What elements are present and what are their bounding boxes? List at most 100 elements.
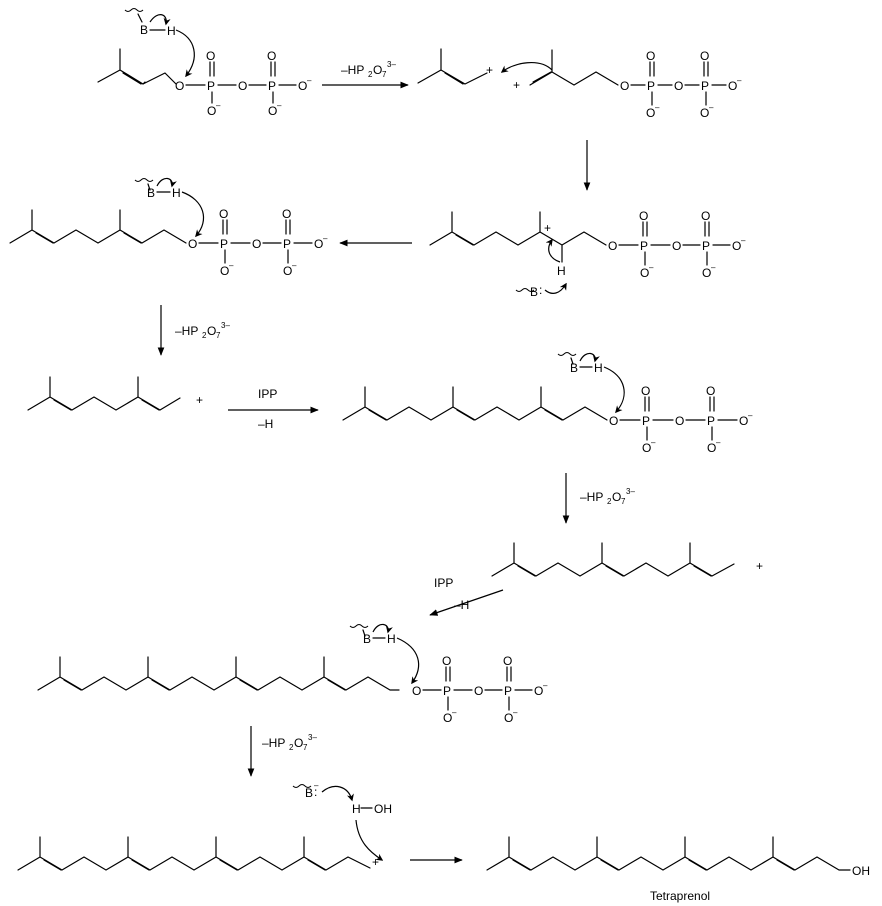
svg-text:O: O xyxy=(707,441,716,455)
svg-text:3–: 3– xyxy=(387,60,396,69)
svg-text:O: O xyxy=(504,711,513,725)
svg-text:B: B xyxy=(305,786,313,800)
svg-text:P: P xyxy=(702,239,710,253)
arrow-ipp-2: IPP –H xyxy=(429,576,504,616)
svg-text:P: P xyxy=(207,79,215,93)
svg-text:P: P xyxy=(701,79,709,93)
svg-text:OH: OH xyxy=(374,802,392,816)
base-1: B H xyxy=(124,8,195,78)
svg-text:7: 7 xyxy=(303,743,308,752)
ipp-molecule-1: O P O O – O P O O – O – xyxy=(500,49,742,120)
svg-text:P: P xyxy=(640,239,648,253)
fpp-molecule: O P O O – O P O O – O – xyxy=(342,384,753,455)
svg-text::: : xyxy=(539,283,542,297)
svg-text:–: – xyxy=(323,234,328,243)
svg-text:O: O xyxy=(220,264,229,278)
svg-text:+: + xyxy=(544,221,551,235)
svg-text:–H: –H xyxy=(454,598,469,612)
svg-text:–: – xyxy=(307,76,312,85)
svg-text:O: O xyxy=(206,49,215,63)
svg-text:3–: 3– xyxy=(221,321,230,330)
arrow-down-2: –HP 2 O 7 3– xyxy=(157,305,230,356)
svg-text:–: – xyxy=(543,681,548,690)
svg-text:–: – xyxy=(737,76,742,85)
svg-text:B: B xyxy=(147,186,155,200)
svg-text:O: O xyxy=(412,684,421,698)
svg-text:O: O xyxy=(175,79,184,93)
svg-text:O: O xyxy=(207,104,216,118)
base-5: B H xyxy=(349,623,420,685)
svg-text:7: 7 xyxy=(382,70,387,79)
svg-text:O: O xyxy=(294,736,303,750)
svg-text:O: O xyxy=(219,207,228,221)
svg-text:3–: 3– xyxy=(626,487,635,496)
svg-text:–: – xyxy=(277,101,282,110)
svg-text:–HP: –HP xyxy=(175,324,198,338)
svg-text:P: P xyxy=(220,237,228,251)
svg-text:O: O xyxy=(314,237,323,251)
svg-text:O: O xyxy=(283,264,292,278)
svg-text:2: 2 xyxy=(202,331,207,340)
svg-text:+: + xyxy=(372,855,379,869)
svg-text:–: – xyxy=(229,261,234,270)
svg-text:–: – xyxy=(292,261,297,270)
svg-text:–: – xyxy=(513,708,518,717)
svg-text:O: O xyxy=(252,237,261,251)
svg-text:–: – xyxy=(452,708,457,717)
svg-text:O: O xyxy=(474,684,483,698)
svg-text:O: O xyxy=(267,49,276,63)
base-2: B : xyxy=(515,282,567,299)
svg-text:B: B xyxy=(530,285,538,299)
svg-text:H: H xyxy=(594,361,603,375)
ggpp-molecule: O P O O – O P O O – O – xyxy=(37,654,548,725)
svg-text:O: O xyxy=(646,49,655,63)
svg-text:–: – xyxy=(651,438,656,447)
svg-text:7: 7 xyxy=(621,497,626,506)
svg-text:P: P xyxy=(283,237,291,251)
svg-text:+: + xyxy=(756,559,763,573)
svg-text:O: O xyxy=(620,79,629,93)
svg-text:O: O xyxy=(706,384,715,398)
svg-text:O: O xyxy=(641,384,650,398)
product-label: Tetraprenol xyxy=(650,889,710,903)
svg-text:–H: –H xyxy=(258,417,273,431)
svg-text:H: H xyxy=(352,802,361,816)
ggpp-cation: + xyxy=(17,836,379,871)
svg-text:O: O xyxy=(639,209,648,223)
svg-text:P: P xyxy=(647,79,655,93)
svg-text:+: + xyxy=(196,393,203,407)
svg-text:O: O xyxy=(640,266,649,280)
svg-text:O: O xyxy=(443,711,452,725)
svg-text:B: B xyxy=(570,361,578,375)
svg-text:O: O xyxy=(298,79,307,93)
svg-text:O: O xyxy=(282,207,291,221)
svg-text:–: – xyxy=(741,236,746,245)
allyl-cation-1: + xyxy=(417,48,493,85)
svg-text:O: O xyxy=(732,239,741,253)
svg-text:H: H xyxy=(557,264,566,278)
arrow-down-3: –HP 2 O 7 3– xyxy=(562,473,635,524)
svg-text:P: P xyxy=(443,684,451,698)
svg-text:P: P xyxy=(707,414,715,428)
svg-text:IPP: IPP xyxy=(258,387,277,401)
svg-text::: : xyxy=(314,785,317,799)
svg-text:–: – xyxy=(655,103,660,112)
svg-text:O: O xyxy=(702,266,711,280)
svg-text:B: B xyxy=(140,23,148,37)
arrow-down-4: –HP 2 O 7 3– xyxy=(247,726,317,777)
svg-text:O: O xyxy=(672,239,681,253)
svg-text:–HP: –HP xyxy=(580,490,603,504)
svg-text:O: O xyxy=(701,209,710,223)
svg-text:O: O xyxy=(268,104,277,118)
svg-text:3–: 3– xyxy=(308,733,317,742)
svg-text:H: H xyxy=(167,24,176,38)
dmapp-molecule: O P O O – O P O O – O – xyxy=(97,48,312,118)
carbocation-intermediate: + H O P O O – O P O O – O – xyxy=(429,209,746,280)
svg-text:7: 7 xyxy=(216,331,221,340)
svg-text:O: O xyxy=(642,441,651,455)
svg-text:–: – xyxy=(711,263,716,272)
svg-text:O: O xyxy=(442,654,451,668)
gpp-molecule: O P O O – O P O O – O – xyxy=(9,207,328,278)
svg-text:IPP: IPP xyxy=(434,576,453,590)
